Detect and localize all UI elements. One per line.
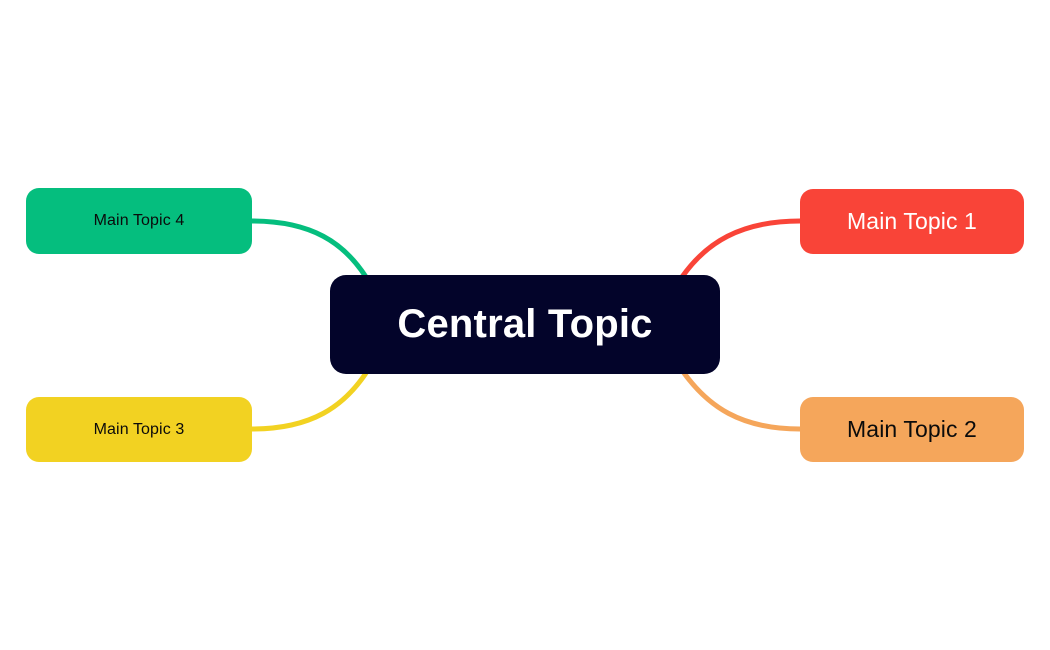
- central-node-label: Central Topic: [397, 302, 653, 346]
- connector-topic-4: [249, 218, 369, 280]
- connector-topic-3: [249, 370, 369, 432]
- connector-topic-2: [681, 370, 803, 432]
- node-label-topic-1: Main Topic 1: [847, 208, 977, 234]
- mindmap-node-topic-4[interactable]: Main Topic 4: [26, 188, 252, 254]
- mindmap-node-topic-2[interactable]: Main Topic 2: [800, 397, 1024, 462]
- connector-topic-1: [679, 218, 803, 280]
- node-label-topic-3: Main Topic 3: [93, 420, 185, 438]
- node-label-topic-2: Main Topic 2: [847, 416, 977, 442]
- mindmap-node-topic-3[interactable]: Main Topic 3: [26, 397, 252, 462]
- mindmap-node-topic-1[interactable]: Main Topic 1: [800, 189, 1024, 254]
- mindmap-central-node[interactable]: Central Topic: [330, 275, 720, 374]
- node-label-topic-4: Main Topic 4: [93, 212, 185, 229]
